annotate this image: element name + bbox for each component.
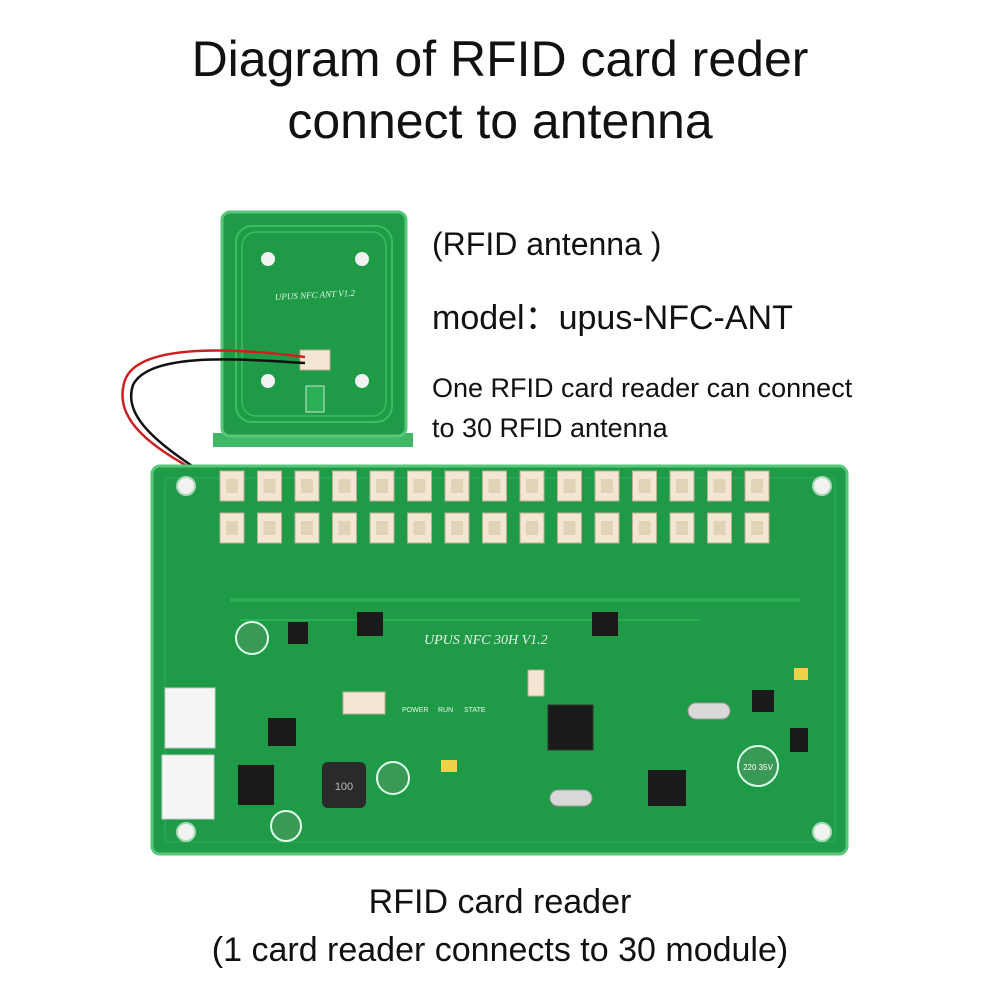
antenna-connector-array [219, 470, 770, 544]
antenna-silkscreen: UPUS NFC ANT V1.2 [275, 288, 356, 302]
connector-socket [413, 521, 426, 535]
power-connector [161, 754, 215, 820]
rfid-antenna-board: UPUS NFC ANT V1.2 [213, 210, 413, 447]
regulator-chip [238, 765, 274, 805]
mounting-hole [261, 374, 275, 388]
led [794, 668, 808, 680]
mounting-hole [176, 822, 196, 842]
inductor [322, 762, 366, 808]
connector-socket [376, 521, 388, 535]
antenna-label: (RFID antenna ) [432, 226, 662, 262]
connector-socket [263, 521, 276, 535]
header-connector [342, 691, 386, 715]
connector-socket [751, 479, 763, 493]
connector-socket [713, 479, 726, 493]
connector-socket [751, 521, 763, 535]
connector-socket [526, 479, 538, 493]
antenna-port-connector [332, 512, 357, 544]
electrolytic-capacitor [235, 621, 269, 655]
connector-socket [338, 479, 351, 493]
antenna-note: One RFID card reader can connect to 30 R… [432, 368, 852, 448]
antenna-note-line-2: to 30 RFID antenna [432, 413, 668, 443]
mounting-hole [355, 252, 369, 266]
microcontroller-chip [547, 704, 594, 751]
connector-socket [263, 479, 276, 493]
connector-socket [676, 479, 688, 493]
antenna-model: model：upus-NFC-ANT [432, 299, 793, 337]
reader-silkscreen: UPUS NFC 30H V1.2 [424, 633, 548, 648]
led-label-run: RUN [438, 707, 453, 714]
antenna-port-connector [707, 512, 732, 544]
connector-socket [301, 521, 313, 535]
connector-socket [226, 479, 238, 493]
power-connector [164, 687, 216, 749]
connector-socket [526, 521, 538, 535]
connector-socket [638, 521, 651, 535]
connector-socket [226, 521, 238, 535]
connector-socket [451, 521, 463, 535]
title-line-2: connect to antenna [287, 93, 713, 149]
connector-socket [676, 521, 688, 535]
led-label-power: POWER [402, 707, 428, 714]
reader-caption: RFID card reader (1 card reader connects… [0, 878, 1000, 974]
inductor-marking: 100 [335, 781, 353, 793]
capacitor-marking: 220 35V [743, 763, 773, 772]
connector-socket [563, 521, 576, 535]
connector-socket [376, 479, 388, 493]
ic-chip [268, 718, 296, 746]
page-title: Diagram of RFID card reder connect to an… [0, 28, 1000, 152]
antenna-cable [121, 349, 306, 494]
driver-chip [592, 612, 618, 636]
mounting-hole [355, 374, 369, 388]
electrolytic-capacitor [270, 810, 302, 842]
connector-socket [488, 479, 501, 493]
dip-switch [648, 770, 686, 806]
rfid-reader-board: UPUS NFC 30H V1.2 220 35V 100 POWER [150, 464, 849, 856]
header-connector [527, 669, 545, 697]
connector-socket [301, 479, 313, 493]
caption-line-1: RFID card reader [368, 883, 632, 921]
connector-socket [338, 521, 351, 535]
connector-socket [488, 521, 501, 535]
connector-socket [451, 479, 463, 493]
led [441, 760, 457, 772]
electrolytic-capacitor [376, 761, 410, 795]
title-line-1: Diagram of RFID card reder [191, 31, 809, 87]
ic-chip [752, 690, 774, 712]
connector-socket [601, 479, 613, 493]
crystal-oscillator [549, 789, 593, 807]
connector-socket [601, 521, 613, 535]
connector-socket [563, 479, 576, 493]
connector-socket [713, 521, 726, 535]
caption-line-2: (1 card reader connects to 30 module) [211, 931, 789, 969]
connector-socket [638, 479, 651, 493]
led-label-state: STATE [464, 707, 486, 714]
antenna-note-line-1: One RFID card reader can connect [432, 373, 853, 403]
mounting-hole [812, 822, 832, 842]
antenna-port-connector [594, 512, 620, 544]
mounting-hole [261, 252, 275, 266]
transistor [288, 622, 308, 644]
connector-socket [413, 479, 426, 493]
antenna-port-connector [407, 512, 432, 544]
crystal-oscillator [687, 702, 731, 720]
transistor [790, 728, 808, 752]
electrolytic-capacitor [737, 745, 779, 787]
driver-chip [357, 612, 383, 636]
antenna-connector [299, 349, 331, 371]
mounting-hole [812, 476, 832, 496]
mounting-hole [176, 476, 196, 496]
